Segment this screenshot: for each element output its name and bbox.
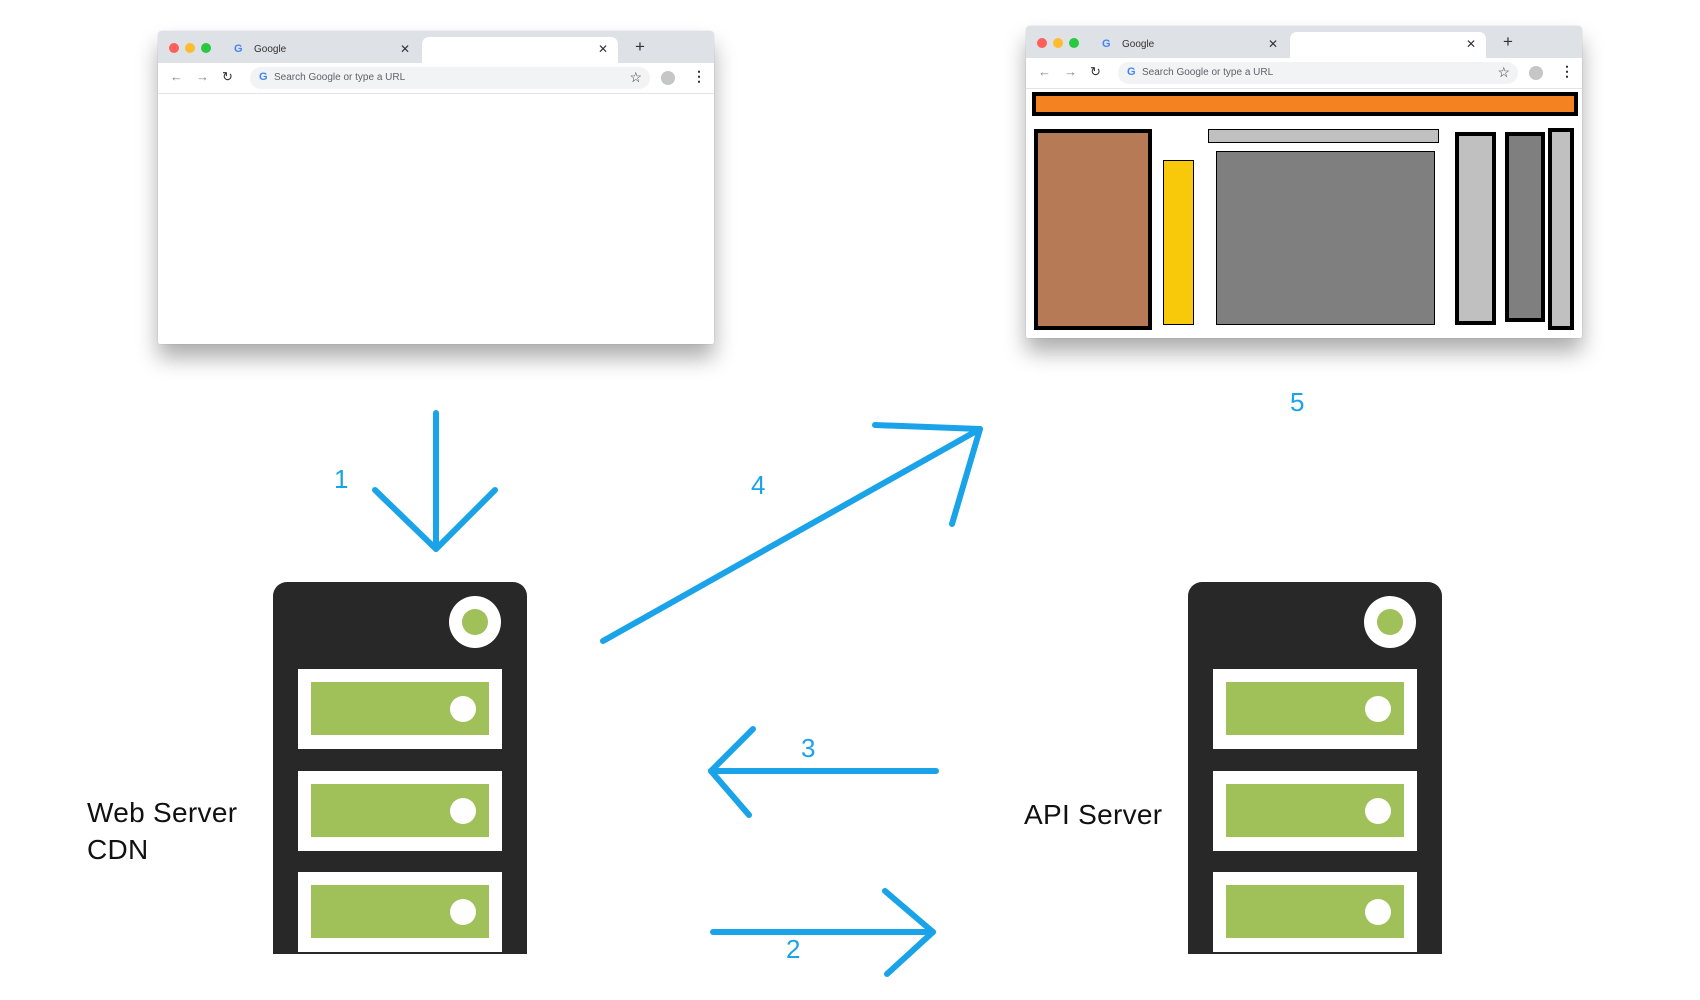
arrow-4 [600, 422, 983, 644]
server-bay [298, 872, 502, 952]
web-server-label: Web Server CDN [87, 794, 237, 868]
close-tab-icon[interactable]: ✕ [1465, 37, 1476, 51]
right-column-block-3 [1548, 128, 1574, 330]
new-tab-icon[interactable]: + [635, 37, 645, 56]
web-server-icon [273, 582, 527, 954]
close-tab-icon[interactable]: ✕ [1267, 37, 1278, 51]
api-server-label: API Server [1024, 799, 1163, 830]
server-bay [1213, 669, 1417, 749]
omnibox-placeholder: Search Google or type a URL [1142, 67, 1274, 78]
tab-new[interactable]: ✕ [1290, 32, 1486, 58]
step-number-4: 4 [751, 470, 766, 500]
google-g-icon: G [1102, 38, 1111, 50]
arrow-2 [710, 888, 936, 977]
kebab-menu-icon[interactable]: ⋮ [1560, 63, 1574, 79]
close-dot-icon[interactable] [169, 43, 179, 53]
browser-toolbar: ← → ↻ G Search Google or type a URL ☆ ⋮ [158, 63, 714, 94]
browser-window-empty: G Google ✕ ✕ + ← → ↻ G Search Google or … [158, 31, 714, 344]
maximize-dot-icon[interactable] [201, 43, 211, 53]
minimize-dot-icon[interactable] [1053, 38, 1063, 48]
title-bar-block [1208, 129, 1439, 143]
reload-icon[interactable]: ↻ [222, 69, 233, 84]
window-controls [169, 43, 217, 53]
tab-google[interactable]: G Google ✕ [224, 37, 420, 63]
yellow-column-block [1163, 160, 1194, 325]
tab-strip: G Google ✕ ✕ + [158, 31, 714, 63]
minimize-dot-icon[interactable] [185, 43, 195, 53]
back-arrow-icon[interactable]: ← [1038, 64, 1051, 79]
right-column-block-1 [1455, 132, 1496, 325]
back-arrow-icon[interactable]: ← [170, 69, 183, 84]
window-controls [1037, 38, 1085, 48]
step-number-1: 1 [334, 464, 349, 494]
web-server-label-line1: Web Server [87, 797, 238, 828]
main-content-block [1216, 151, 1435, 325]
google-g-icon: G [259, 71, 268, 83]
tab-title: Google [254, 44, 287, 55]
browser-toolbar: ← → ↻ G Search Google or type a URL ☆ ⋮ [1026, 58, 1582, 89]
web-server-label-line2: CDN [87, 834, 149, 865]
tab-strip: G Google ✕ ✕ + [1026, 26, 1582, 58]
close-tab-icon[interactable]: ✕ [597, 42, 608, 56]
forward-arrow-icon[interactable]: → [196, 69, 209, 84]
header-bar-block [1032, 92, 1578, 116]
power-led-icon [1364, 596, 1416, 648]
forward-arrow-icon[interactable]: → [1064, 64, 1077, 79]
arrow-1 [372, 410, 498, 552]
kebab-menu-icon[interactable]: ⋮ [692, 68, 706, 84]
profile-icon[interactable] [1529, 66, 1543, 80]
close-tab-icon[interactable]: ✕ [399, 42, 410, 56]
tab-title: Google [1122, 39, 1155, 50]
new-tab-icon[interactable]: + [1503, 32, 1513, 51]
profile-icon[interactable] [661, 71, 675, 85]
right-column-block-2 [1505, 132, 1545, 322]
arrow-3 [708, 726, 939, 818]
tab-new[interactable]: ✕ [422, 37, 618, 63]
server-bay [1213, 872, 1417, 952]
google-g-icon: G [1127, 66, 1136, 78]
tab-google[interactable]: G Google ✕ [1092, 32, 1288, 58]
server-bay [298, 771, 502, 851]
omnibox[interactable]: G Search Google or type a URL ☆ [250, 67, 650, 89]
star-icon[interactable]: ☆ [629, 69, 642, 85]
step-number-2: 2 [786, 934, 801, 964]
reload-icon[interactable]: ↻ [1090, 64, 1101, 79]
server-bay [298, 669, 502, 749]
maximize-dot-icon[interactable] [1069, 38, 1079, 48]
close-dot-icon[interactable] [1037, 38, 1047, 48]
star-icon[interactable]: ☆ [1497, 64, 1510, 80]
step-number-3: 3 [801, 733, 816, 763]
sidebar-image-block [1034, 129, 1152, 330]
omnibox-placeholder: Search Google or type a URL [274, 72, 406, 83]
browser-window-rendered: G Google ✕ ✕ + ← → ↻ G Search Google or … [1026, 26, 1582, 338]
omnibox[interactable]: G Search Google or type a URL ☆ [1118, 62, 1518, 84]
power-led-icon [449, 596, 501, 648]
server-bay [1213, 771, 1417, 851]
step-number-5: 5 [1290, 387, 1305, 417]
api-server-icon [1188, 582, 1442, 954]
google-g-icon: G [234, 43, 243, 55]
